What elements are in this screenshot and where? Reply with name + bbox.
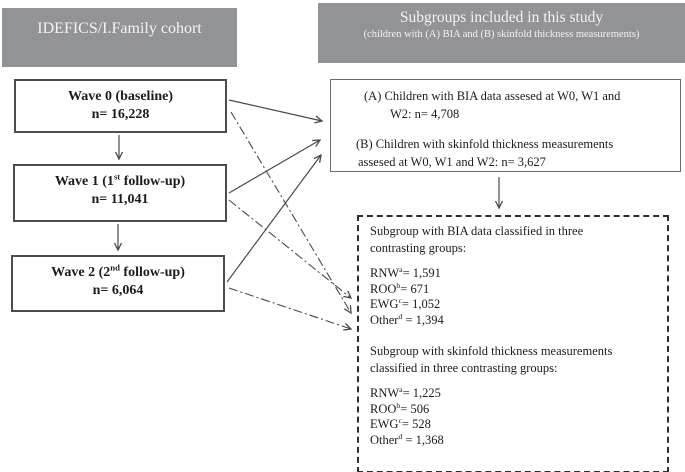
wave0-box: Wave 0 (baseline) n= 16,228 [14,79,227,133]
group-value: = 1,225 [402,386,441,400]
group-label: RNW [370,386,400,400]
subgroup-a-line1: (A) Children with BIA data assesed at W0… [364,89,621,103]
group-value: = 1,394 [402,312,444,327]
list-item: Otherd = 1,368 [370,431,667,449]
subgroup-a-line2: W2: n= 4,708 [390,106,460,121]
wave2-title: Wave 2 (2nd follow-up) [13,257,223,282]
group-label: EWG [370,297,399,311]
group-label: RNW [370,266,400,280]
wave1-n: n= 11,041 [91,192,149,207]
arrow-wave0-to-subgroups [228,99,324,124]
wave1-title-sup: st [113,171,121,182]
arrow-wave1-to-classified [228,199,353,299]
subgroup-b-line1: (B) Children with skinfold thickness mea… [356,137,614,151]
wave0-title-text: Wave 0 (baseline) [68,89,173,104]
wave0-n: n= 16,228 [91,107,150,122]
skinfold-classified-heading: Subgroup with skinfold thickness measure… [370,344,613,375]
wave2-n: n= 6,064 [92,283,144,298]
right-header-box: Subgroups included in this study (childr… [318,3,685,63]
group-value: = 1,368 [402,432,444,447]
group-label: Other [370,432,399,447]
right-header-subtitle: (children with (A) BIA and (B) skinfold … [363,29,640,40]
arrow-wave2-to-subgroups [226,153,322,283]
group-label: EWG [370,417,399,431]
wave2-box: Wave 2 (2nd follow-up) n= 6,064 [11,255,225,312]
group-footnote-sup: d [398,311,403,321]
bia-classified-section: Subgroup with BIA data classified in thr… [370,223,667,328]
subgroup-b-paragraph: (B) Children with skinfold thickness mea… [356,136,680,171]
group-value: = 1,591 [402,266,441,280]
subgroups-box: (A) Children with BIA data assesed at W0… [330,79,681,172]
wave1-box: Wave 1 (1st follow-up) n= 11,041 [13,164,227,222]
wave2-title-text: Wave 2 (2 [51,265,111,280]
arrow-wave2-to-classified [228,287,353,331]
wave1-title-rest: follow-up) [120,174,186,189]
group-value: = 671 [400,281,430,296]
list-item: ROOb= 506 [370,400,667,418]
group-label: ROO [370,281,397,296]
group-footnote-sup: a [399,384,403,394]
skinfold-classified-section: Subgroup with skinfold thickness measure… [370,343,667,448]
subgroup-b-line2: assesed at W0, W1 and W2: n= 3,627 [358,154,546,169]
group-footnote-sup: c [398,295,402,305]
arrow-wave1-to-subgroups [228,139,322,194]
left-header-title: IDEFICS/I.Family cohort [37,20,202,37]
subgroup-a-paragraph: (A) Children with BIA data assesed at W0… [364,88,680,123]
group-value: = 528 [401,417,431,431]
wave1-title-text: Wave 1 (1 [54,174,114,189]
group-label: Other [370,312,399,327]
group-footnote-sup: a [399,264,403,274]
group-footnote-sup: b [396,280,401,290]
group-value: = 506 [400,401,430,416]
list-item: EWGc= 528 [370,415,667,433]
list-item: Otherd = 1,394 [370,311,667,329]
list-item: EWGc= 1,052 [370,295,667,313]
group-value: = 1,052 [401,297,441,311]
list-item: RNWa= 1,591 [370,264,667,282]
wave2-title-rest: follow-up) [119,265,185,280]
wave0-title: Wave 0 (baseline) [16,81,225,106]
list-item: ROOb= 671 [370,280,667,298]
group-footnote-sup: c [398,415,402,425]
wave1-title: Wave 1 (1st follow-up) [15,166,225,191]
wave2-title-sup: nd [110,262,120,273]
group-label: ROO [370,401,397,416]
list-item: RNWa= 1,225 [370,384,667,402]
group-footnote-sup: d [398,431,403,441]
right-header-title: Subgroups included in this study [399,9,604,26]
group-footnote-sup: b [396,400,401,410]
bia-classified-heading: Subgroup with BIA data classified in thr… [370,224,584,255]
classified-groups-box: Subgroup with BIA data classified in thr… [357,215,669,472]
left-header-box: IDEFICS/I.Family cohort [2,8,237,67]
